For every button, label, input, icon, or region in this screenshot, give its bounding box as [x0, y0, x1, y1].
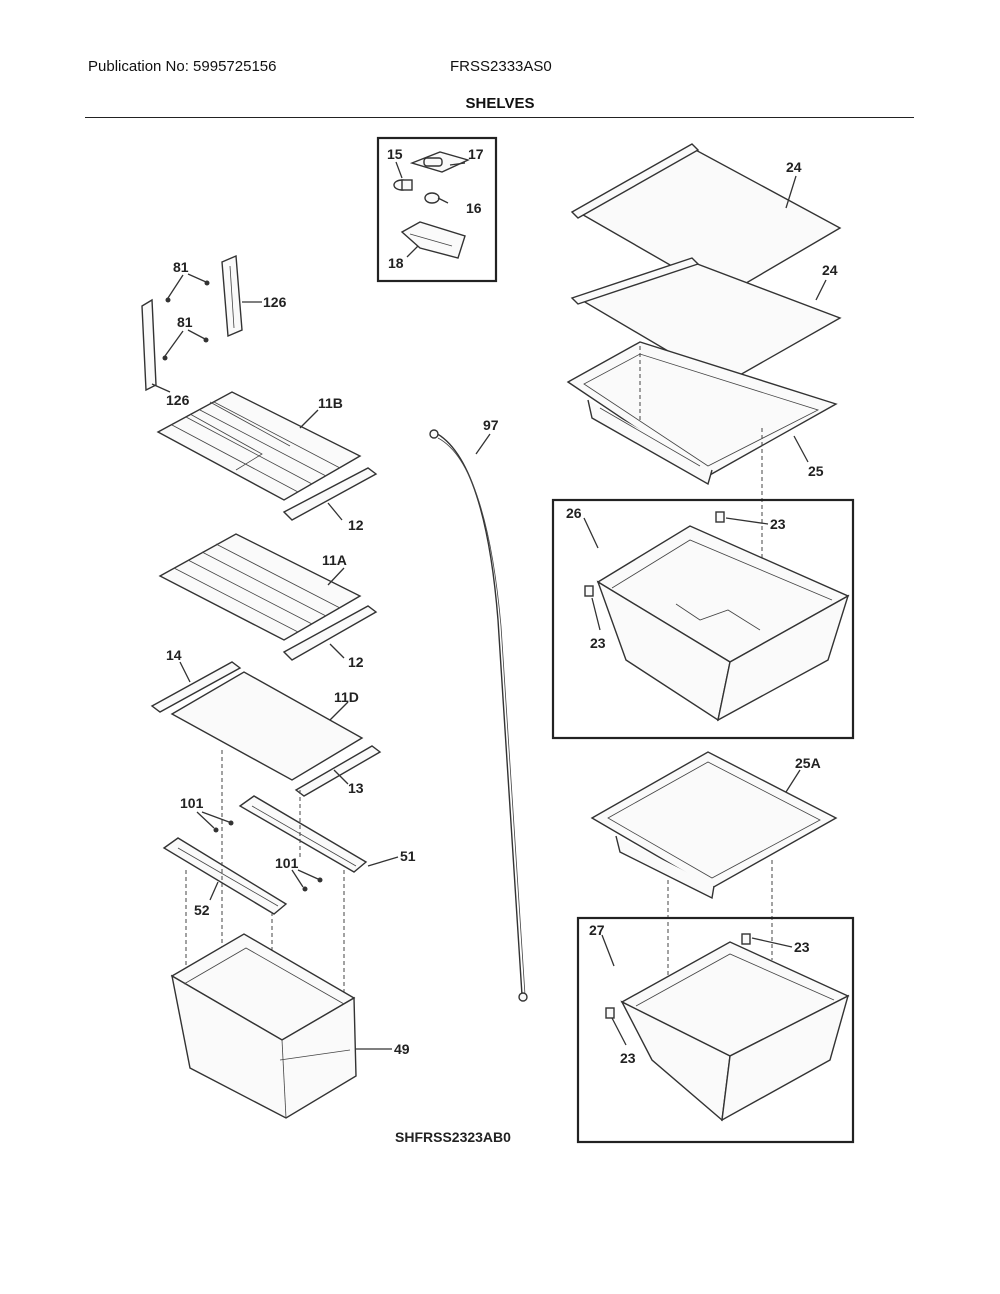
- label-13: 13: [348, 780, 364, 796]
- label-15: 15: [387, 146, 403, 162]
- pan-cover-25-group: 25: [566, 341, 838, 560]
- label-51: 51: [400, 848, 416, 864]
- wire-shelf-11A-group: 11A 12: [158, 533, 378, 670]
- label-52: 52: [194, 902, 210, 918]
- label-24-upper: 24: [786, 159, 802, 175]
- model-number: FRSS2333AS0: [450, 58, 552, 75]
- part-18[interactable]: [400, 221, 466, 259]
- pan-rail-51[interactable]: [238, 795, 368, 873]
- label-26: 26: [566, 505, 582, 521]
- crisper-26-box: [551, 498, 855, 740]
- part-126-lower[interactable]: [141, 298, 157, 392]
- label-97: 97: [483, 417, 499, 433]
- label-17: 17: [468, 146, 484, 162]
- shelf-trim-12-upper[interactable]: [282, 467, 378, 521]
- label-27: 27: [589, 922, 605, 938]
- crisper-27-box: [576, 916, 855, 1144]
- label-25A: 25A: [795, 755, 821, 771]
- wire-shelf-11B-group: 11B 12: [156, 391, 378, 533]
- page-title: SHELVES: [465, 95, 535, 112]
- pan-cover-25A[interactable]: [590, 751, 838, 889]
- label-81-upper: 81: [173, 259, 189, 275]
- header-rule: [85, 117, 914, 118]
- glass-shelves-24-group: 24 24: [570, 143, 842, 385]
- clip-23-upper-2[interactable]: [741, 933, 751, 945]
- label-18: 18: [388, 255, 404, 271]
- label-11A: 11A: [322, 552, 347, 568]
- label-23-c: 23: [794, 939, 810, 955]
- label-23-b: 23: [590, 635, 606, 651]
- drawing-code: SHFRSS2323AB0: [395, 1129, 511, 1145]
- tube-97-group: 97: [429, 417, 528, 1002]
- clip-23-side[interactable]: [584, 585, 594, 597]
- shelf-trim-12-lower[interactable]: [282, 605, 378, 661]
- crisper-26-group: 26 23 23: [551, 498, 855, 740]
- label-23-a: 23: [770, 516, 786, 532]
- crisper-27-group: 27 23 23: [576, 916, 855, 1144]
- glass-shelf-11D[interactable]: [170, 671, 364, 781]
- pan-rail-group: 101 101 51 52: [162, 750, 416, 1060]
- label-23-d: 23: [620, 1050, 636, 1066]
- label-14: 14: [166, 647, 182, 663]
- label-16: 16: [466, 200, 482, 216]
- label-126-lower: 126: [166, 392, 190, 408]
- label-81-lower: 81: [177, 314, 193, 330]
- label-11B: 11B: [318, 395, 343, 411]
- shelf-trim-13[interactable]: [294, 745, 382, 797]
- small-parts-group: 15 17 16 18: [376, 136, 498, 283]
- label-24-lower: 24: [822, 262, 838, 278]
- label-11D: 11D: [334, 689, 359, 705]
- label-101-upper: 101: [180, 795, 204, 811]
- publication-number: Publication No: 5995725156: [88, 58, 277, 75]
- label-12-upper: 12: [348, 517, 364, 533]
- shelf-trim-14[interactable]: [150, 661, 242, 713]
- pan-cover-25[interactable]: [566, 341, 838, 477]
- pan-rail-52[interactable]: [162, 837, 288, 915]
- label-126-upper: 126: [263, 294, 287, 310]
- label-25: 25: [808, 463, 824, 479]
- wire-shelf-11B[interactable]: [156, 391, 362, 501]
- small-parts-box: [376, 136, 498, 283]
- part-16[interactable]: [424, 192, 440, 204]
- label-12-lower: 12: [348, 654, 364, 670]
- bin-49-group: 49: [170, 933, 410, 1119]
- glass-shelf-11D-group: 14 11D 13: [150, 647, 382, 797]
- clip-23-side-2[interactable]: [605, 1007, 615, 1019]
- label-101-lower: 101: [275, 855, 299, 871]
- clip-23-upper[interactable]: [715, 511, 725, 523]
- wire-shelf-11A[interactable]: [158, 533, 362, 641]
- shelf-support-group: 81 81 126 126: [141, 254, 287, 408]
- tube-97[interactable]: [433, 431, 523, 996]
- pan-cover-25A-group: 25A: [590, 751, 838, 980]
- label-49: 49: [394, 1041, 410, 1057]
